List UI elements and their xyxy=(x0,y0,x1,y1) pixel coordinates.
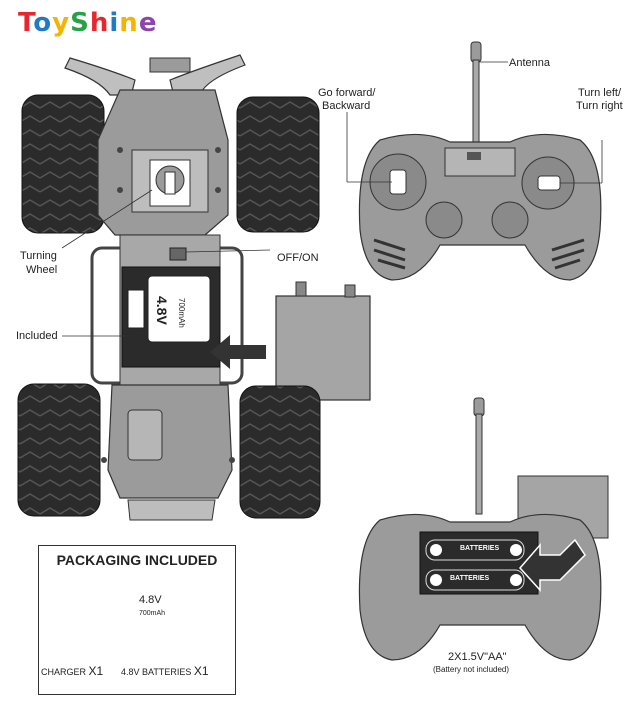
wheel-label: Wheel xyxy=(26,264,58,276)
car-battery-capacity: 700mAh xyxy=(177,298,186,328)
backward-label: Backward xyxy=(322,100,371,112)
pack-voltage: 4.8V xyxy=(139,594,162,606)
rear-left-tire xyxy=(17,383,101,517)
battery-cell-label-2: BATTERIES xyxy=(450,575,490,582)
battery-note: (Battery not included) xyxy=(433,665,510,674)
car-battery-voltage: 4.8V xyxy=(154,296,170,325)
packaging-title: PACKAGING INCLUDED xyxy=(56,552,218,568)
batteries-label: 4.8V BATTERIES X1 xyxy=(121,664,209,678)
remote-top-illustration xyxy=(358,41,602,281)
go-forward-label: Go forward/ xyxy=(318,87,376,99)
off-on-label: OFF/ON xyxy=(277,252,319,264)
battery-spec: 2X1.5V"AA" xyxy=(448,651,507,663)
car-illustration xyxy=(17,54,371,521)
turn-left-label: Turn left/ xyxy=(578,87,621,99)
turn-right-label: Turn right xyxy=(576,100,623,112)
turning-label: Turning xyxy=(20,250,57,262)
charger-label: CHARGER X1 xyxy=(41,664,104,678)
front-right-tire xyxy=(236,96,320,233)
rear-right-tire xyxy=(239,385,321,519)
included-label: Included xyxy=(16,330,58,342)
packaging-box: PACKAGING INCLUDED CHARGER X1 4.8V BATTE… xyxy=(38,545,236,695)
brand-logo: ToyShine xyxy=(18,8,158,38)
pack-capacity: 700mAh xyxy=(139,610,166,617)
remote-bottom-illustration xyxy=(358,397,609,661)
antenna-label: Antenna xyxy=(509,57,550,69)
battery-cell-label-1: BATTERIES xyxy=(460,545,500,552)
battery-cover xyxy=(275,295,371,401)
front-left-tire xyxy=(21,94,105,234)
